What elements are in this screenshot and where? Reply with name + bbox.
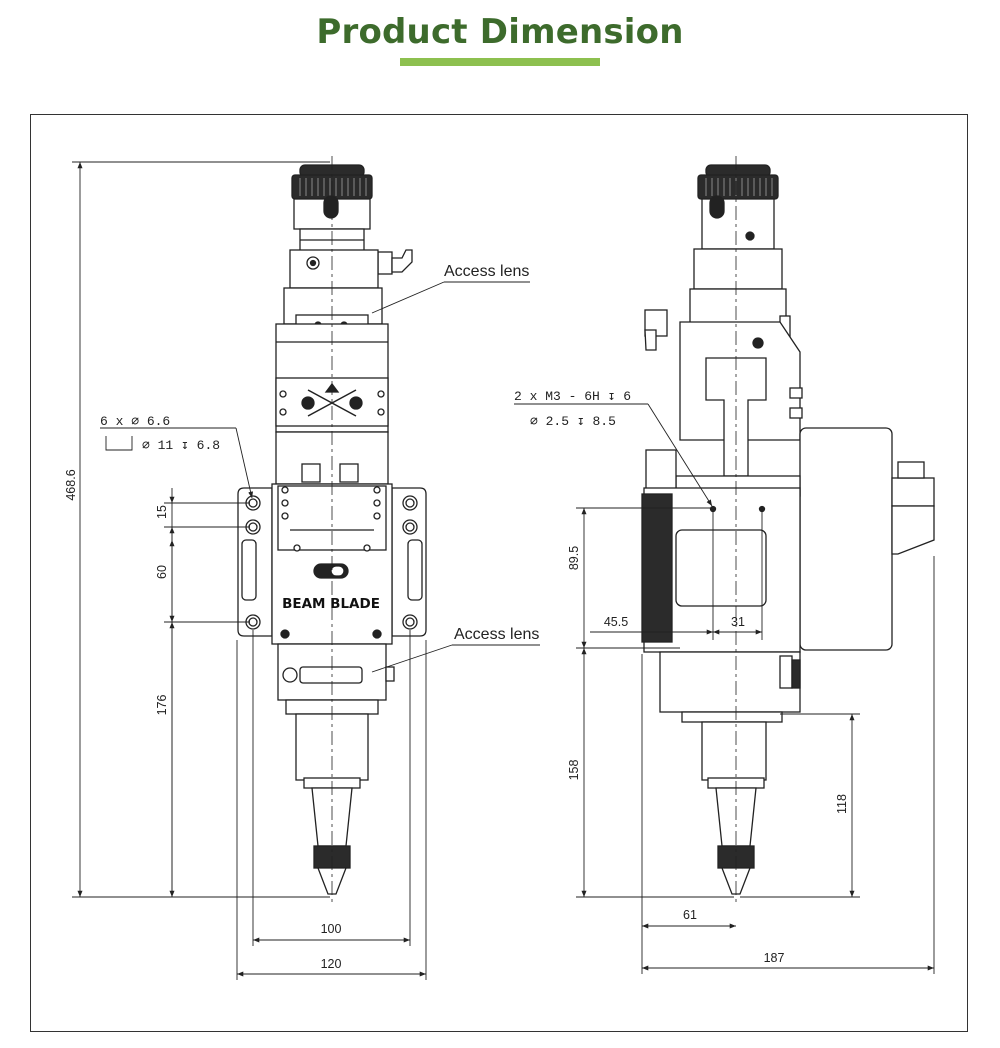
callout-access-lens-bottom: Access lens xyxy=(454,626,539,643)
hole-spec-line1: 6 x ∅ 6.6 xyxy=(100,414,170,429)
front-view-dimensions xyxy=(72,161,540,980)
dim-overall-width: 187 xyxy=(764,951,785,965)
dim-inner-width: 100 xyxy=(321,922,342,936)
side-view xyxy=(641,156,935,906)
dim-upper-offset: 89.5 xyxy=(567,546,581,570)
thread-spec-line2: ∅ 2.5 ↧ 8.5 xyxy=(530,414,616,429)
dim-hole-spacing-large: 60 xyxy=(155,565,169,579)
dim-lower-height: 158 xyxy=(567,760,581,781)
dim-hole-spacing-small: 15 xyxy=(155,505,169,519)
front-view xyxy=(237,156,427,906)
dim-horizontal-offset: 45.5 xyxy=(604,615,628,629)
thread-spec-line1: 2 x M3 - 6H ↧ 6 xyxy=(514,389,631,404)
dim-outer-width: 120 xyxy=(321,957,342,971)
page-title: Product Dimension xyxy=(316,12,684,52)
callout-access-lens-top: Access lens xyxy=(444,263,529,280)
dim-nozzle-offset: 61 xyxy=(683,908,697,922)
drawing-frame xyxy=(30,114,968,1032)
dim-total-height: 468.6 xyxy=(64,469,78,500)
title-underline xyxy=(400,58,600,66)
dim-hole-gap: 31 xyxy=(731,615,745,629)
hole-spec-line2: ∅ 11 ↧ 6.8 xyxy=(142,438,220,453)
side-view-dimensions xyxy=(514,403,935,974)
dim-lower-height: 176 xyxy=(155,695,169,716)
brand-label: BEAM BLADE xyxy=(282,596,380,612)
dim-nozzle-height: 118 xyxy=(835,794,849,814)
